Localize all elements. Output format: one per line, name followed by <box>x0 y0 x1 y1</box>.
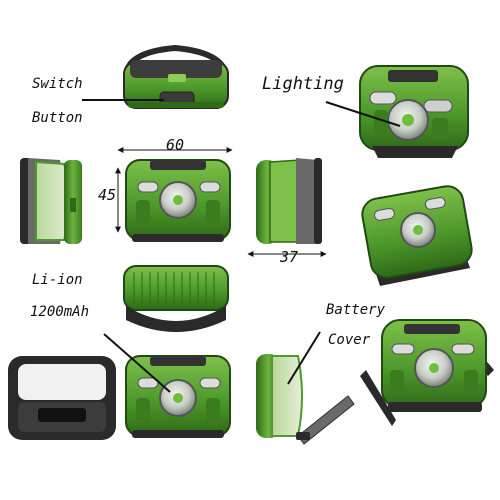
cover-leader-line <box>287 331 321 385</box>
lamp-perspective-bottom <box>360 319 494 426</box>
lamp-battery-cover-open <box>256 354 355 445</box>
lamp-top-view <box>123 44 229 109</box>
cover-label: Cover <box>328 332 371 348</box>
lighting-leader-line <box>325 101 401 127</box>
lamp-perspective-top <box>359 65 469 158</box>
lamp-right-side <box>256 158 322 244</box>
height-dimension-label: 45 <box>98 186 117 204</box>
lamp-front-view <box>125 159 231 242</box>
button-label: Button <box>32 110 83 126</box>
lamp-bottom-view <box>123 265 229 332</box>
capacity-label: 1200mAh <box>30 304 90 320</box>
lamp-perspective-middle <box>361 185 473 286</box>
lighting-label: Lighting <box>262 74 344 94</box>
battery-leader-line <box>103 333 171 393</box>
li-ion-label: Li-ion <box>32 272 83 288</box>
lamp-back-frame <box>8 356 116 440</box>
switch-label: Switch <box>32 76 83 92</box>
depth-dimension-label: 37 <box>280 248 299 266</box>
lamp-left-side <box>20 158 82 244</box>
width-dimension-label: 60 <box>166 136 185 154</box>
battery-label: Battery <box>326 302 386 318</box>
